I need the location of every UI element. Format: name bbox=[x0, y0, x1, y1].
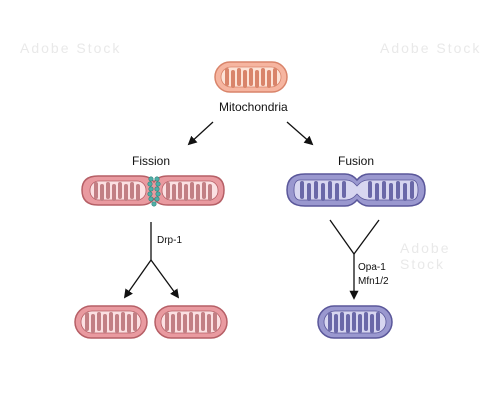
fission-split-arrows bbox=[123, 222, 180, 299]
mitochondrion-fission-constricting bbox=[81, 175, 225, 207]
arrow-to-fission bbox=[187, 121, 214, 146]
arrow-to-fusion bbox=[286, 121, 314, 146]
mitochondrion-fusion-merging bbox=[286, 173, 426, 207]
drp1-ring bbox=[147, 176, 161, 207]
label-mitochondria: Mitochondria bbox=[219, 100, 288, 114]
stock-id: #1149963490 bbox=[0, 272, 3, 339]
label-fusion: Fusion bbox=[338, 154, 375, 168]
fusion-merge-arrows bbox=[329, 219, 380, 300]
watermark-text: Adobe Stock bbox=[380, 40, 482, 56]
mitochondrion-top bbox=[214, 61, 288, 93]
label-mfn12: Mfn1/2 bbox=[358, 276, 389, 287]
label-opa1: Opa-1 bbox=[358, 262, 386, 273]
mitochondrion-daughter-left bbox=[74, 305, 148, 339]
label-drp1: Drp-1 bbox=[157, 235, 183, 246]
mitochondrion-daughter-right bbox=[154, 305, 228, 339]
mitochondrion-fused bbox=[317, 305, 393, 339]
watermark-text: Adobe Stock bbox=[400, 240, 451, 272]
watermark-text: Adobe Stock bbox=[20, 40, 122, 56]
label-fission: Fission bbox=[132, 154, 171, 168]
